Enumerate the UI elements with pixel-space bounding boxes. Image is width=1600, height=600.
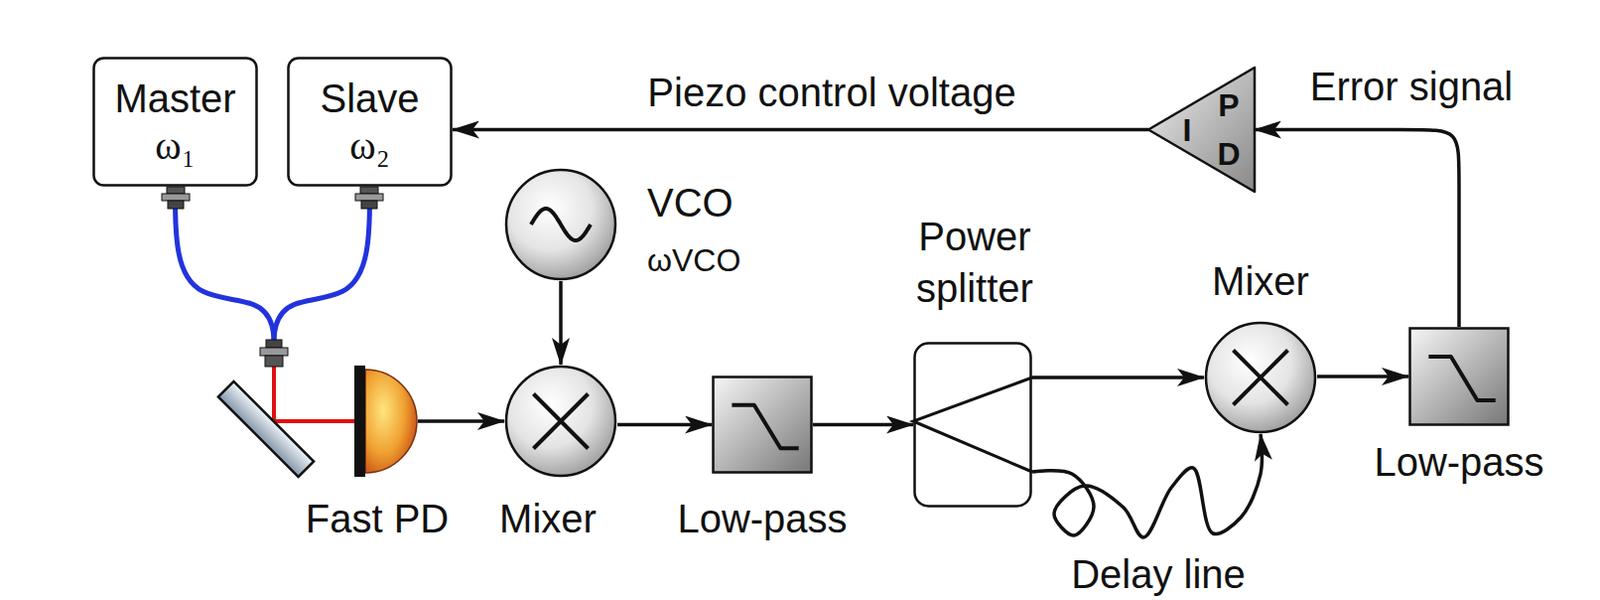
controller-letter: P xyxy=(1217,82,1239,129)
signal-wire xyxy=(1317,376,1409,378)
component-node: Low-pass xyxy=(711,375,813,474)
optical-fiber-path xyxy=(175,186,356,421)
lp-shape xyxy=(711,375,813,474)
connector-path xyxy=(617,422,712,427)
connector-path xyxy=(1317,374,1409,379)
connector-path xyxy=(812,422,914,427)
connector-path xyxy=(273,186,371,343)
controller-letter: I xyxy=(1183,107,1193,153)
lp-shape xyxy=(1408,326,1510,426)
laser-frequency: ω₁ xyxy=(154,122,195,170)
component-label: Mixer xyxy=(499,495,597,541)
fiber-connector xyxy=(355,186,384,209)
mirror xyxy=(218,381,314,477)
connector-path xyxy=(558,280,563,365)
signal-wire xyxy=(560,280,562,365)
signal-wire xyxy=(417,420,505,422)
laser-box: Masterω₁ xyxy=(92,56,259,187)
signal-wire xyxy=(1032,377,1204,379)
pd-shape xyxy=(354,369,418,473)
component-label: Power splitter xyxy=(890,210,1060,314)
component-node: IPD xyxy=(1148,67,1255,192)
component-node: VCOωVCO xyxy=(504,167,618,281)
laser-name: Slave xyxy=(319,74,419,123)
signal-wire xyxy=(1032,433,1262,537)
component-label: VCO xyxy=(647,179,734,226)
signal-label: Delay line xyxy=(1066,550,1250,597)
component-label: Low-pass xyxy=(676,495,847,541)
component-label: ωVCO xyxy=(647,237,741,283)
component-node: Mixer xyxy=(504,364,618,478)
connector-path xyxy=(417,418,505,423)
connector-path xyxy=(273,365,355,421)
mixer-shape xyxy=(504,364,618,478)
split-shape xyxy=(913,341,1033,508)
signal-label: Piezo control voltage xyxy=(643,69,1020,116)
component-label: Mixer xyxy=(1211,258,1310,304)
component-label: Fast PD xyxy=(305,495,449,541)
signal-wire xyxy=(812,423,914,425)
controller-letter: D xyxy=(1216,131,1240,177)
component-node: Power splitter xyxy=(913,341,1033,508)
signal-wire xyxy=(452,129,1149,131)
tri-shape xyxy=(1148,67,1255,192)
component-node: Low-pass xyxy=(1408,326,1510,426)
fiber-connector xyxy=(161,186,190,209)
connector-path xyxy=(175,186,275,343)
component-node: Mixer xyxy=(1203,320,1318,434)
laser-name: Master xyxy=(114,74,236,123)
fiber-coupler xyxy=(260,339,288,367)
mixer-shape xyxy=(1203,320,1318,434)
connector-path xyxy=(273,365,355,421)
connector-path xyxy=(1032,433,1262,537)
connector-path xyxy=(452,128,1149,133)
signal-wire xyxy=(617,423,712,425)
signal-label: Error signal xyxy=(1306,63,1518,110)
vco-shape xyxy=(504,167,618,281)
laser-box: Slaveω₂ xyxy=(286,56,453,187)
connector-path xyxy=(1032,375,1204,380)
component-node: Fast PD xyxy=(354,369,418,473)
component-label: Low-pass xyxy=(1373,438,1544,485)
laser-frequency: ω₂ xyxy=(349,122,390,170)
